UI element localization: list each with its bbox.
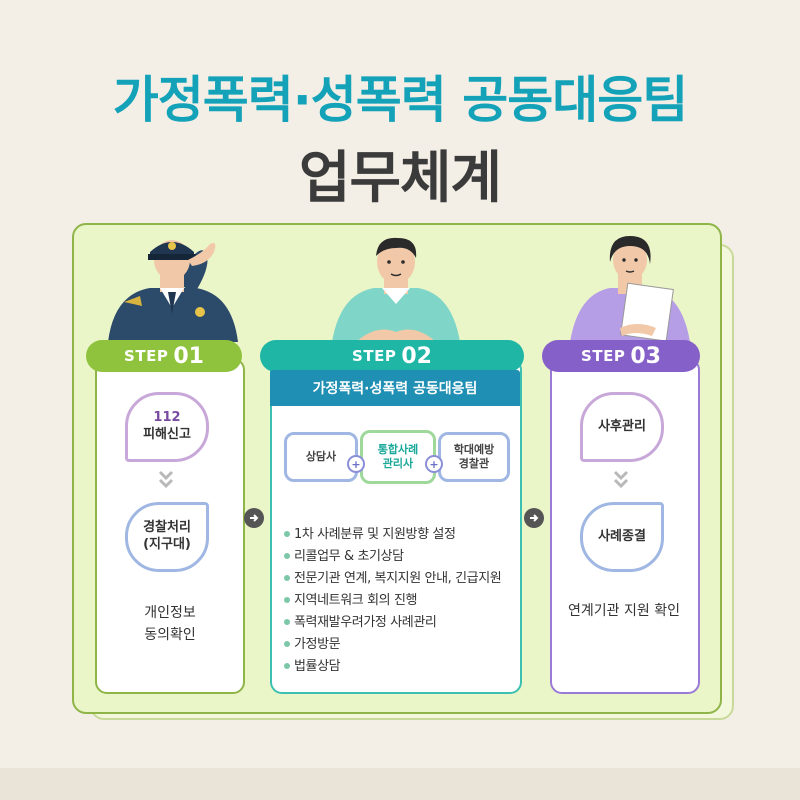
- step1-word: STEP: [124, 347, 169, 365]
- note-personal-info: 개인정보: [144, 605, 196, 621]
- step2-word: STEP: [352, 347, 397, 365]
- follow-up-bubble: 사후관리: [580, 392, 664, 462]
- list-item: 리콜업무 & 초기상담: [284, 546, 524, 568]
- double-chevron-down-icon: [613, 470, 629, 489]
- role-case-manager-line1: 통합사례: [377, 442, 419, 456]
- list-item: 법률상담: [284, 656, 524, 678]
- plus-icon: +: [425, 455, 443, 473]
- role-counselor: 상담사: [284, 432, 358, 482]
- bubble-follow-up: 사후관리: [598, 418, 646, 434]
- step3-note: 연계기관 지원 확인: [568, 603, 680, 619]
- step1-note: 개인정보 동의확인: [95, 603, 245, 646]
- plus-icon: +: [347, 455, 365, 473]
- step2-number: 02: [401, 343, 432, 369]
- bullet-dot-icon: [284, 552, 290, 559]
- bullet-dot-icon: [284, 618, 290, 625]
- role-police-line1: 학대예방: [453, 442, 495, 456]
- role-case-manager: 통합사례 관리사: [360, 430, 436, 484]
- list-item: 지역네트워크 회의 진행: [284, 590, 524, 612]
- role-counselor-label: 상담사: [305, 449, 337, 463]
- bullet-dot-icon: [284, 574, 290, 581]
- list-item: 1차 사례분류 및 지원방향 설정: [284, 524, 524, 546]
- page-subtitle: 업무체계: [298, 146, 502, 211]
- step3-word: STEP: [581, 347, 626, 365]
- task-list: 1차 사례분류 및 지원방향 설정 리콜업무 & 초기상담 전문기관 연계, 복…: [284, 524, 524, 678]
- team-banner: 가정폭력·성폭력 공동대응팀: [270, 370, 520, 406]
- bubble-police-handling: 경찰처리: [143, 520, 191, 536]
- list-item: 가정방문: [284, 634, 524, 656]
- bubble-precinct: (지구대): [143, 537, 191, 552]
- role-police-line2: 경찰관: [458, 457, 490, 470]
- step2-pill: STEP 02: [260, 340, 524, 372]
- police-officer-illustration: [108, 240, 238, 342]
- arrow-right-circle-icon: [524, 508, 544, 528]
- arrow-right-circle-icon: [244, 508, 264, 528]
- police-handling-bubble: 경찰처리 (지구대): [125, 502, 209, 572]
- bullet-dot-icon: [284, 640, 290, 647]
- step2-card: [270, 358, 522, 694]
- case-closing-bubble: 사례종결: [580, 502, 664, 572]
- note-consent: 동의확인: [144, 626, 196, 643]
- bottom-strip: [0, 768, 800, 800]
- role-case-manager-line2: 관리사: [382, 457, 414, 470]
- list-item: 전문기관 연계, 복지지원 안내, 긴급지원: [284, 568, 524, 590]
- man-illustration: [332, 237, 460, 342]
- step3-pill: STEP 03: [542, 340, 700, 372]
- step1-pill: STEP 01: [86, 340, 242, 372]
- page-title: 가정폭력·성폭력 공동대응팀: [112, 71, 688, 129]
- role-police: 학대예방 경찰관: [438, 432, 510, 482]
- step3-number: 03: [630, 343, 661, 369]
- bullet-dot-icon: [284, 662, 290, 669]
- bullet-dot-icon: [284, 596, 290, 603]
- bubble-case-closing: 사례종결: [598, 528, 646, 544]
- bubble-112: 112: [153, 410, 181, 426]
- woman-illustration: [570, 236, 690, 342]
- list-item: 폭력재발우려가정 사례관리: [284, 612, 524, 634]
- step1-number: 01: [173, 343, 204, 369]
- bubble-report: 피해신고: [143, 427, 191, 442]
- bullet-dot-icon: [284, 530, 290, 537]
- report-112-bubble: 112 피해신고: [125, 392, 209, 462]
- double-chevron-down-icon: [158, 470, 174, 489]
